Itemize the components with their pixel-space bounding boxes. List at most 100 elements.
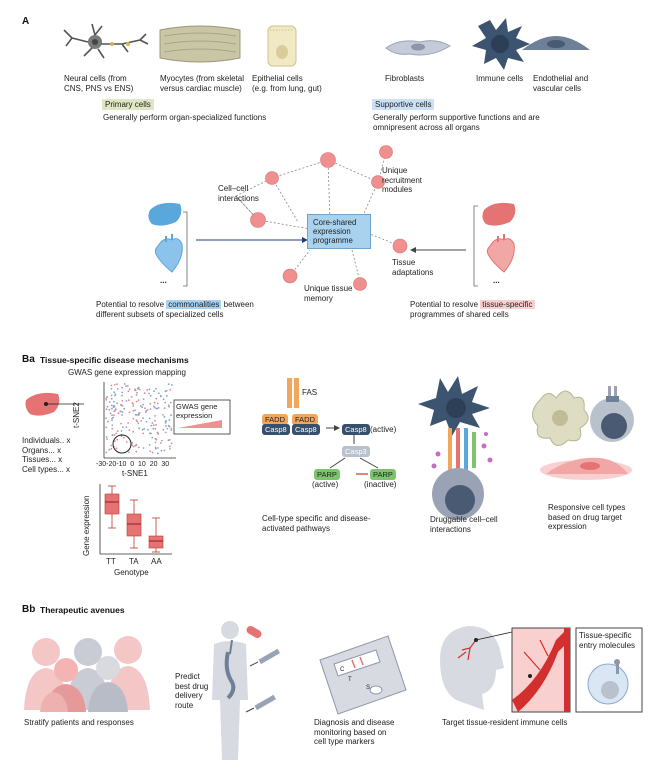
tsne-point [121,391,124,394]
tsne-point [111,434,114,437]
tsne-point [164,431,167,434]
tsne-point [159,395,162,398]
tsne-point [135,450,138,453]
myocyte-icon [159,25,241,63]
tsne-point [114,408,117,411]
tsne-point [105,408,108,411]
tsne-point [116,383,118,386]
tsne-point [111,407,113,410]
parp-active: PARP [314,469,340,480]
patient-group-icon [24,636,150,712]
tsne-point [157,392,160,395]
tsne-point [135,443,138,446]
tsne-point [139,405,142,407]
tsne-point [151,422,154,424]
node-upper-left [265,171,279,185]
tsne-point [113,400,115,403]
epithelial-cell-icon [267,25,297,67]
genotype-label: Genotype [114,568,149,577]
liver-icon-red [482,202,516,226]
syringe-icon-1 [249,648,281,667]
tsne-point [107,420,109,423]
tsne-point [116,388,119,390]
cell-label-endothelial: Endothelial and vascular cells [533,74,589,93]
heart-icon-blue [154,234,183,273]
fibroblast-icon [385,40,451,56]
tsne-point [110,447,113,450]
tsne-point [160,439,163,442]
tsne-point [150,424,153,427]
tsne-point [149,394,152,397]
tsne-point [125,426,128,428]
tsne-point [165,394,168,397]
tsne-point [113,384,116,386]
tsne-point [168,439,171,441]
tsne-point [116,438,119,441]
tsne-point [157,402,159,405]
tsne-point [113,404,115,407]
cell-label-immune: Immune cells [476,74,524,83]
node-top [320,152,336,168]
panel-ba-label: Ba [22,354,35,365]
genotype-aa: AA [151,557,162,566]
tsne-point [111,419,113,422]
stratify-caption: Stratify patients and responses [24,718,134,727]
tsne-point [120,404,122,406]
tsne-point [155,387,157,390]
panel-a-label: A [22,16,30,27]
fadd-1: FADD [262,414,289,425]
tsne-point [137,422,140,425]
box-aa [148,535,164,549]
immune-cell-icon [472,18,530,70]
cell-label-fibroblasts: Fibroblasts [385,74,425,83]
tissue-adaptations-label: Tissue adaptations [392,258,434,277]
tsne-point [111,427,114,430]
casp8-active-label: (active) [370,425,397,434]
tsne-point [154,441,157,444]
tsne-point [171,384,173,386]
tsne-point [151,451,154,454]
tsne-point [110,404,113,407]
ellipsis-left: ... [160,276,167,285]
tsne-point [106,405,109,408]
tsne-point [127,399,130,402]
tsne-point [116,402,118,405]
tsne-point [162,414,164,416]
tsne-point [145,410,148,412]
tsne-point [112,416,115,419]
tsne-point [157,452,159,455]
tsne-point [119,410,122,413]
tsne-point [136,391,138,394]
tsne-point [153,406,156,409]
fas-receptor [287,378,292,408]
supportive-cells-title: Supportive cells [372,99,435,110]
tsne-point [138,412,141,414]
tsne-point [143,392,146,395]
tsne-point [116,430,119,433]
tsne-point [127,422,129,424]
tsne-point [134,444,137,447]
node-bottom-right [353,277,367,291]
tsne-point [134,409,136,412]
tsne-point [122,426,124,428]
blood-vessel-icon [511,627,571,713]
tsne-point [110,397,113,400]
tsne-x-ticks: -30-20-10 0 10 20 30 [96,461,170,468]
tsne-point [123,407,126,410]
left-caption: Potential to resolve commonalities betwe… [96,300,254,319]
tsne-point [154,446,157,449]
cell-label-myocytes: Myocytes (from skeletal versus cardiac m… [160,74,245,93]
parp-inactive: PARP [370,469,396,480]
tsne-point [121,404,124,407]
responsive-caption: Responsive cell types based on drug targ… [548,503,626,531]
tsne-point [127,451,130,454]
tsne-point [120,422,122,425]
tsne-point [167,404,170,407]
tsne-point [163,407,166,409]
tsne-point [105,426,108,429]
tsne-point [162,428,165,431]
tsne-point [167,383,170,385]
tsne-x-label: t-SNE1 [122,469,148,478]
